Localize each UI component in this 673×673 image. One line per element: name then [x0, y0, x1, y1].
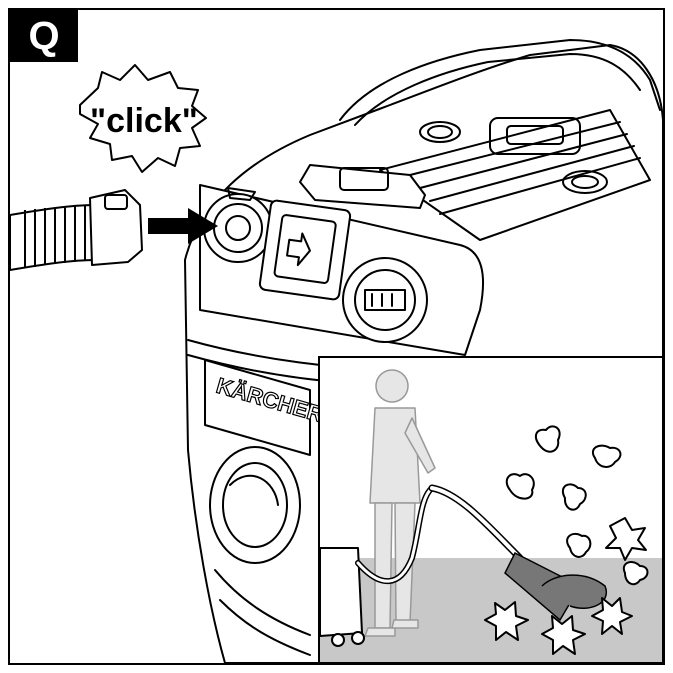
wand	[428, 484, 524, 562]
power-socket-icon	[258, 199, 352, 301]
usage-illustration	[320, 369, 662, 662]
illustration-frame: KÄRCHER "click" Q	[8, 8, 665, 665]
usage-inset	[318, 356, 663, 663]
step-badge: Q	[10, 10, 78, 62]
vacuum-illustration: KÄRCHER	[10, 39, 663, 663]
carry-handle	[339, 39, 661, 121]
arrow-right-icon	[148, 208, 218, 244]
click-burst	[79, 64, 207, 173]
leaf-icon	[484, 425, 649, 655]
hose	[10, 204, 96, 271]
brand-plate	[204, 359, 311, 456]
click-text: "click"	[90, 102, 198, 140]
hose-coupling	[89, 189, 143, 266]
person-figure	[364, 369, 436, 637]
